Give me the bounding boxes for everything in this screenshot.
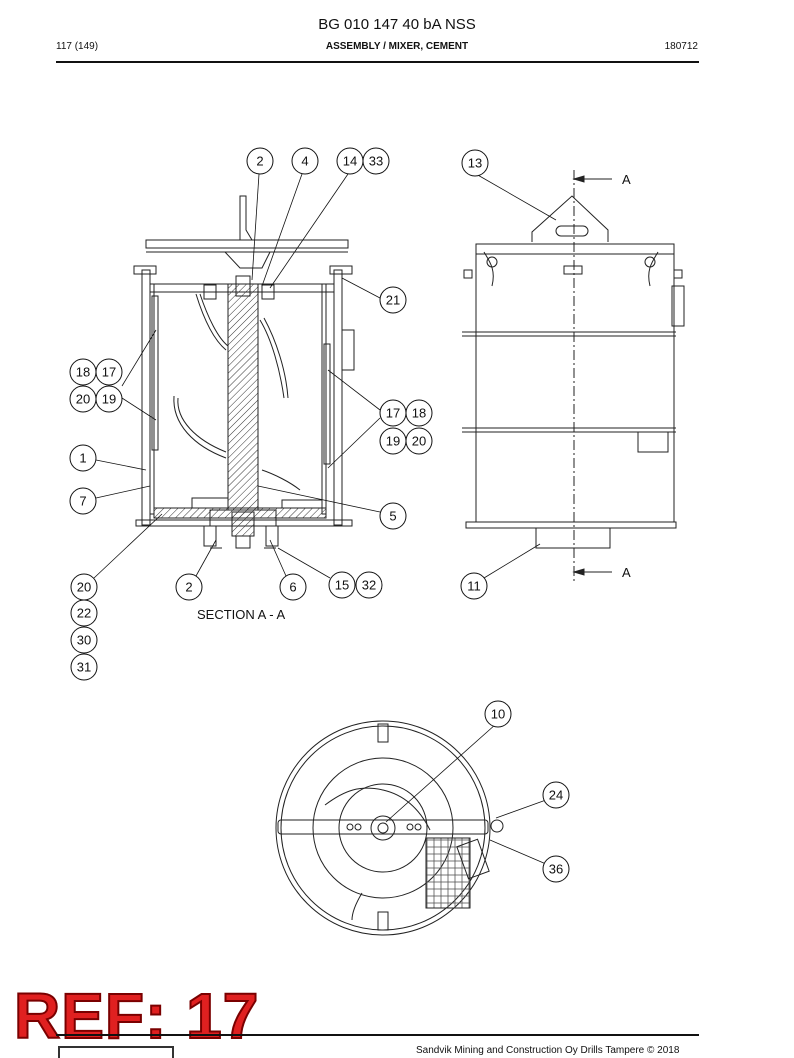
callout-18-right: 18 [405, 399, 433, 427]
callout-label: 36 [549, 862, 563, 877]
leader-lines [93, 173, 557, 865]
callout-label: 2 [185, 580, 192, 595]
callout-30: 30 [70, 626, 98, 654]
callout-19-right: 19 [379, 427, 407, 455]
callout-label: 21 [386, 293, 400, 308]
callout-19-left: 19 [95, 385, 123, 413]
callouts: 2 4 14 33 13 21 18 17 20 19 17 18 19 20 … [69, 147, 570, 883]
callout-15: 15 [328, 571, 356, 599]
callout-label: 4 [301, 154, 308, 169]
callout-1: 1 [69, 444, 97, 472]
callout-label: 30 [77, 633, 91, 648]
callout-label: 6 [289, 580, 296, 595]
callout-2-bottom: 2 [175, 573, 203, 601]
document-id: BG 010 147 40 bA NSS [318, 16, 476, 33]
callout-label: 32 [362, 578, 376, 593]
callout-33: 33 [362, 147, 390, 175]
callout-label: 31 [77, 660, 91, 675]
callout-4: 4 [291, 147, 319, 175]
callout-label: 7 [79, 494, 86, 509]
company-logo [58, 1046, 174, 1058]
callout-17-left: 17 [95, 358, 123, 386]
section-label: SECTION A - A [197, 607, 285, 622]
section-marker-bottom: A [622, 565, 631, 580]
page-number: 117 (149) [56, 41, 99, 52]
footer-copyright: Sandvik Mining and Construction Oy Drill… [416, 1045, 680, 1056]
callout-label: 2 [256, 154, 263, 169]
callout-label: 10 [491, 707, 505, 722]
callout-20-right: 20 [405, 427, 433, 455]
callout-13: 13 [461, 149, 489, 177]
callout-24: 24 [542, 781, 570, 809]
callout-label: 11 [467, 579, 481, 594]
callout-label: 19 [386, 434, 400, 449]
callout-7: 7 [69, 487, 97, 515]
callout-label: 1 [79, 451, 86, 466]
callout-2-top: 2 [246, 147, 274, 175]
callout-6: 6 [279, 573, 307, 601]
callout-label: 18 [412, 406, 426, 421]
ref-stamp: REF: 17 [13, 980, 260, 1052]
callout-label: 14 [343, 154, 357, 169]
top-view [275, 720, 504, 936]
callout-label: 20 [76, 392, 90, 407]
callout-label: 20 [77, 580, 91, 595]
callout-18-left: 18 [69, 358, 97, 386]
callout-10: 10 [484, 700, 512, 728]
callout-label: 5 [389, 509, 396, 524]
callout-label: 33 [369, 154, 383, 169]
callout-14: 14 [336, 147, 364, 175]
section-view [133, 195, 355, 549]
callout-31: 31 [70, 653, 98, 681]
footer-rule [56, 1034, 699, 1036]
callout-label: 18 [76, 365, 90, 380]
callout-36: 36 [542, 855, 570, 883]
section-marker-top: A [622, 172, 631, 187]
callout-label: 15 [335, 578, 349, 593]
header-rule [56, 61, 699, 63]
callout-label: 17 [386, 406, 400, 421]
callout-label: 20 [412, 434, 426, 449]
side-view [462, 170, 685, 582]
callout-label: 24 [549, 788, 563, 803]
callout-32: 32 [355, 571, 383, 599]
callout-21: 21 [379, 286, 407, 314]
document-code: 180712 [664, 41, 698, 52]
page-title: ASSEMBLY / MIXER, CEMENT [325, 41, 469, 52]
callout-17-right: 17 [379, 399, 407, 427]
callout-5: 5 [379, 502, 407, 530]
callout-22: 22 [70, 599, 98, 627]
callout-20-bottom: 20 [70, 573, 98, 601]
callout-label: 17 [102, 365, 116, 380]
callout-11: 11 [460, 572, 488, 600]
callout-20-left: 20 [69, 385, 97, 413]
callout-label: 13 [468, 156, 482, 171]
callout-label: 22 [77, 606, 91, 621]
callout-label: 19 [102, 392, 116, 407]
